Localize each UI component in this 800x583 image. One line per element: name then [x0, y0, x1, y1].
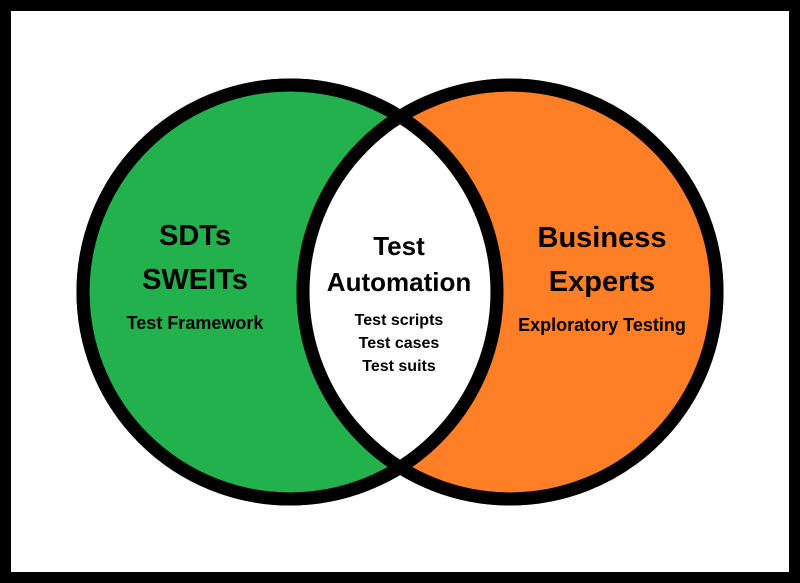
left-circle-subtext: Test Framework	[126, 313, 264, 333]
overlap-labels: Test Automation Test scripts Test cases …	[327, 228, 471, 378]
right-circle-subtext: Exploratory Testing	[518, 315, 686, 335]
left-circle-outline	[76, 78, 504, 506]
overlap-item: Test cases	[358, 335, 440, 352]
left-circle-title-line1: SDTs	[159, 220, 231, 252]
overlap-title-line2: Automation	[326, 267, 472, 297]
overlap-title-line1: Test	[373, 231, 425, 261]
right-circle-outline	[296, 78, 724, 506]
right-circle-labels: Business Experts Exploratory Testing	[518, 216, 686, 336]
overlap-item: Test scripts	[354, 312, 444, 329]
left-circle-labels: SDTs SWEITs Test Framework	[127, 214, 264, 334]
left-circle-title-line2: SWEITs	[142, 264, 248, 296]
overlap-lens-shape	[303, 85, 497, 499]
overlap-item: Test suits	[362, 358, 436, 375]
overlap-item-list: Test scripts Test cases Test suits	[327, 309, 471, 378]
right-circle-title-line2: Experts	[548, 266, 656, 298]
right-circle-title-line1: Business	[537, 222, 667, 254]
